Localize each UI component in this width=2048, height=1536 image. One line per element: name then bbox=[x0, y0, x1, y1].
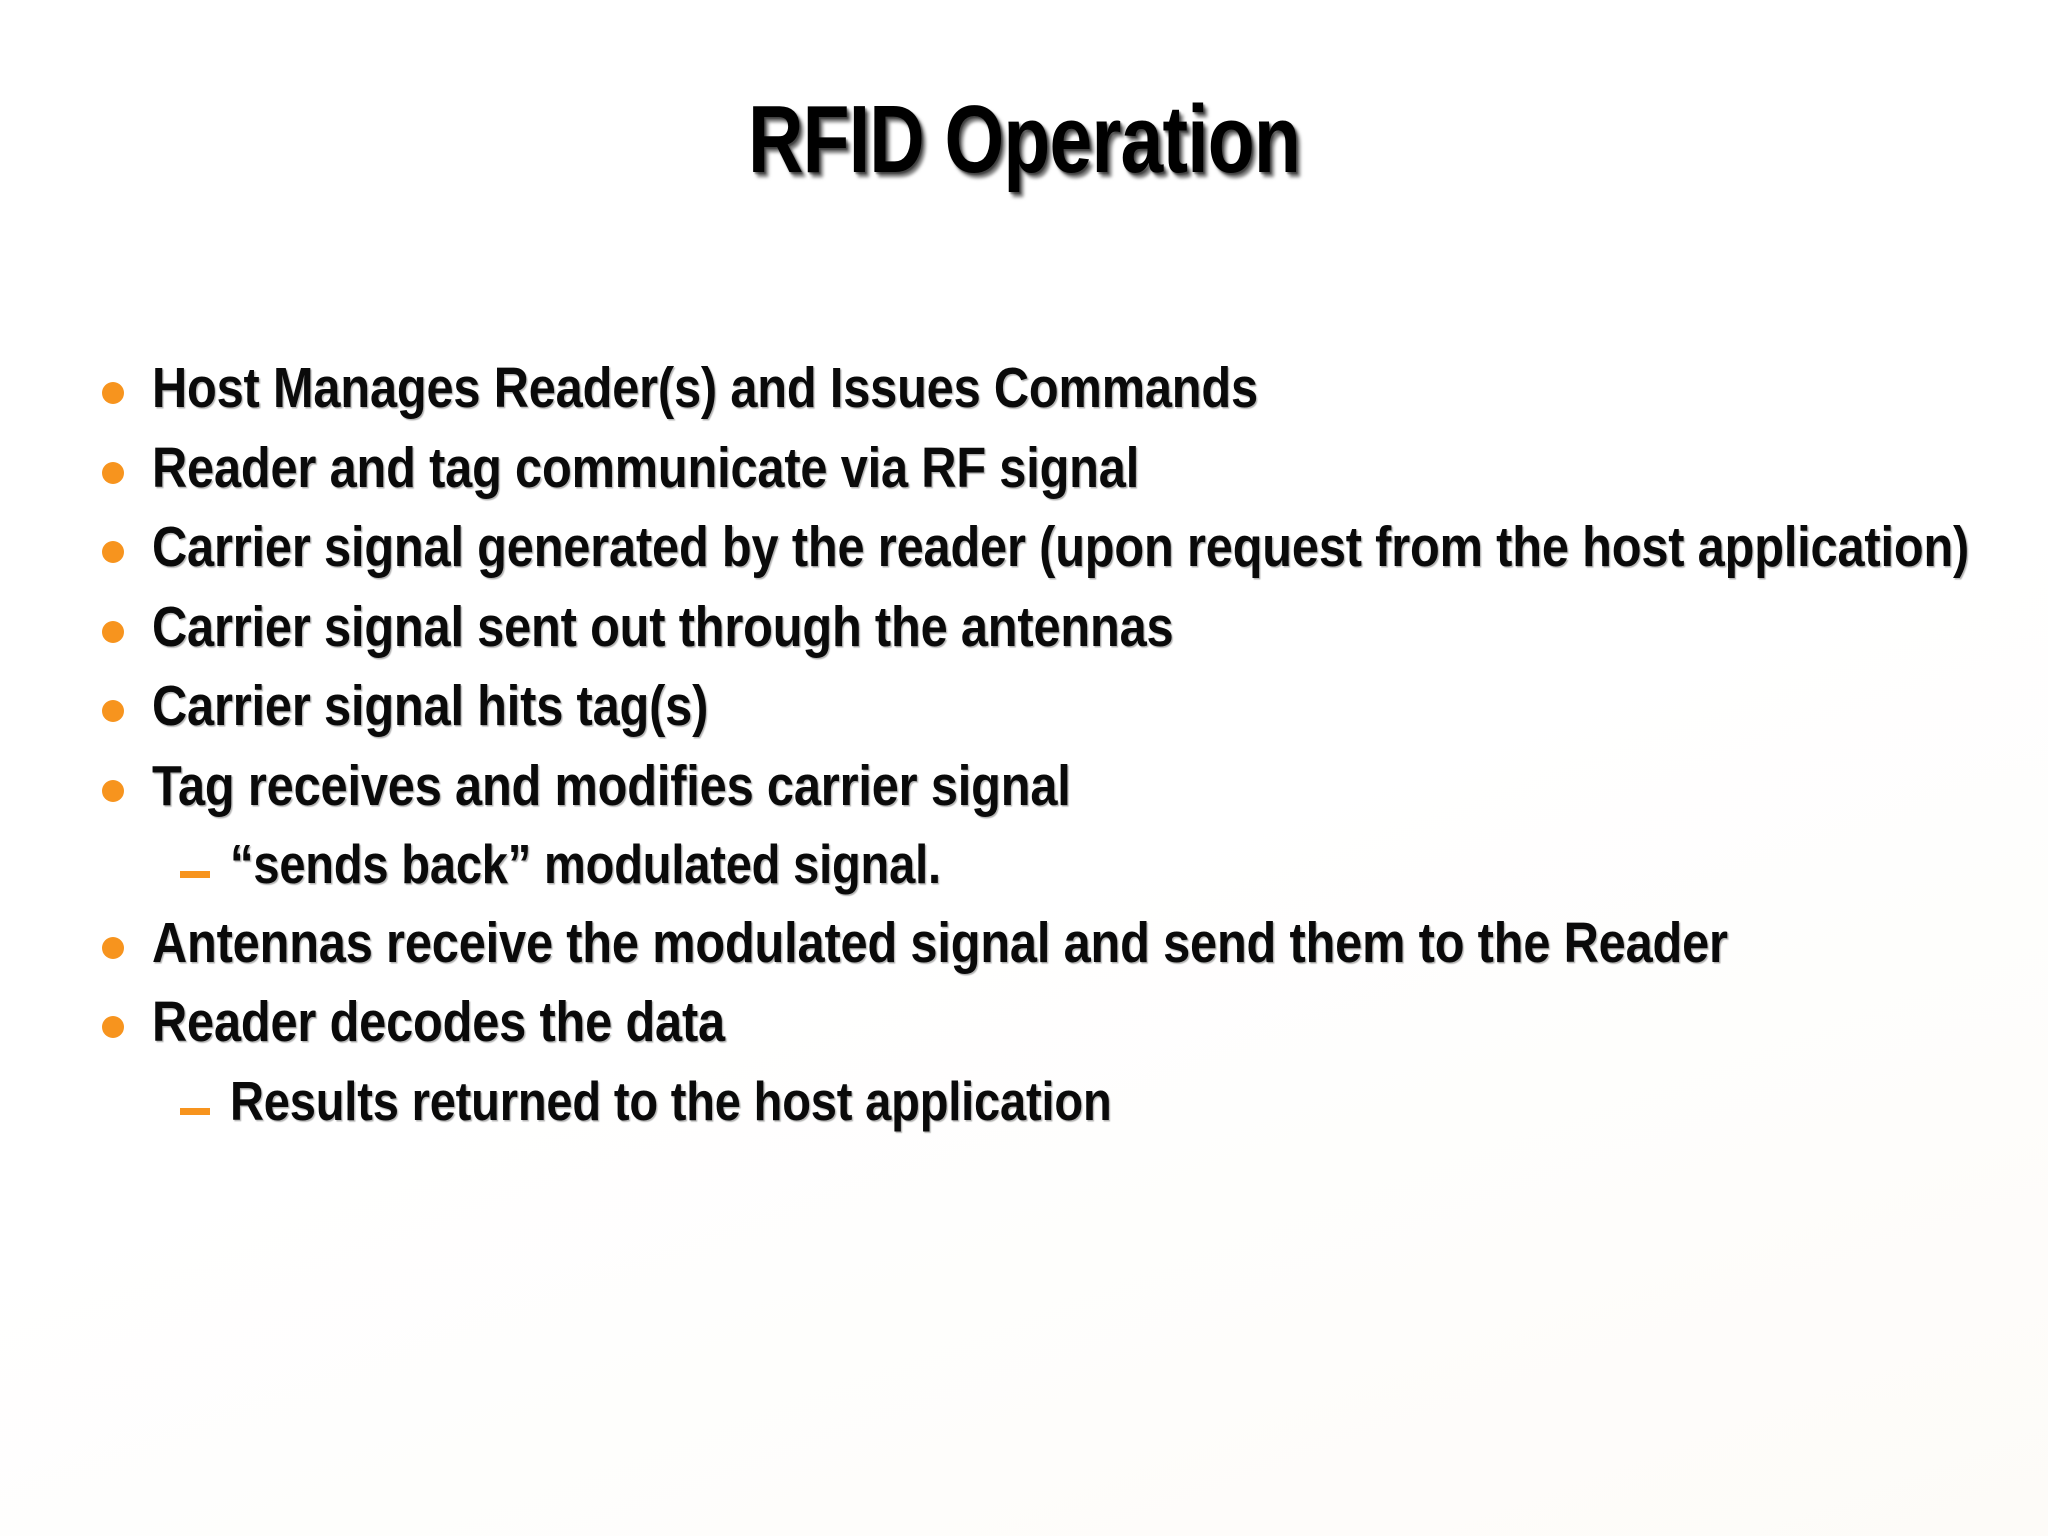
list-item-label: Antennas receive the modulated signal an… bbox=[152, 910, 1728, 975]
list-item: Antennas receive the modulated signal an… bbox=[96, 910, 1976, 975]
bullet-dot-icon bbox=[102, 461, 124, 484]
list-item: Carrier signal sent out through the ante… bbox=[96, 594, 1976, 659]
list-item-label: Carrier signal sent out through the ante… bbox=[152, 594, 1174, 659]
list-item: Tag receives and modifies carrier signal bbox=[96, 753, 1976, 818]
bullet-dash-icon bbox=[180, 871, 210, 879]
list-item-sub: Results returned to the host application bbox=[96, 1069, 1976, 1132]
bullet-dash-icon bbox=[180, 1107, 210, 1115]
list-item-label: Carrier signal hits tag(s) bbox=[152, 674, 709, 739]
bullet-dot-icon bbox=[102, 620, 124, 643]
list-item-label: Reader decodes the data bbox=[152, 990, 725, 1055]
list-item-label: “sends back” modulated signal. bbox=[230, 833, 941, 896]
bullet-dot-icon bbox=[102, 936, 124, 959]
bullet-dot-icon bbox=[102, 382, 124, 404]
list-item-label: Host Manages Reader(s) and Issues Comman… bbox=[152, 356, 1258, 420]
bullet-dot-icon bbox=[102, 700, 124, 723]
list-item-label: Reader and tag communicate via RF signal bbox=[152, 435, 1140, 500]
list-item-label: Carrier signal generated by the reader (… bbox=[152, 515, 1970, 580]
list-item-label: Results returned to the host application bbox=[230, 1069, 1112, 1132]
list-item: Carrier signal generated by the reader (… bbox=[96, 517, 1976, 579]
list-item: Reader decodes the data bbox=[96, 992, 1976, 1054]
bullet-dot-icon bbox=[102, 1016, 124, 1039]
slide-body-content: Host Manages Reader(s) and Issues Comman… bbox=[96, 356, 1976, 1149]
bullet-dot-icon bbox=[102, 779, 124, 802]
list-item: Host Manages Reader(s) and Issues Comman… bbox=[96, 356, 1976, 420]
list-item: Reader and tag communicate via RF signal bbox=[96, 435, 1976, 500]
bullet-dot-icon bbox=[102, 541, 124, 564]
page-title: RFID Operation bbox=[747, 86, 1301, 193]
list-item: Carrier signal hits tag(s) bbox=[96, 676, 1976, 738]
list-item-label: Tag receives and modifies carrier signal bbox=[152, 753, 1071, 818]
list-item-sub: “sends back” modulated signal. bbox=[96, 833, 1976, 896]
